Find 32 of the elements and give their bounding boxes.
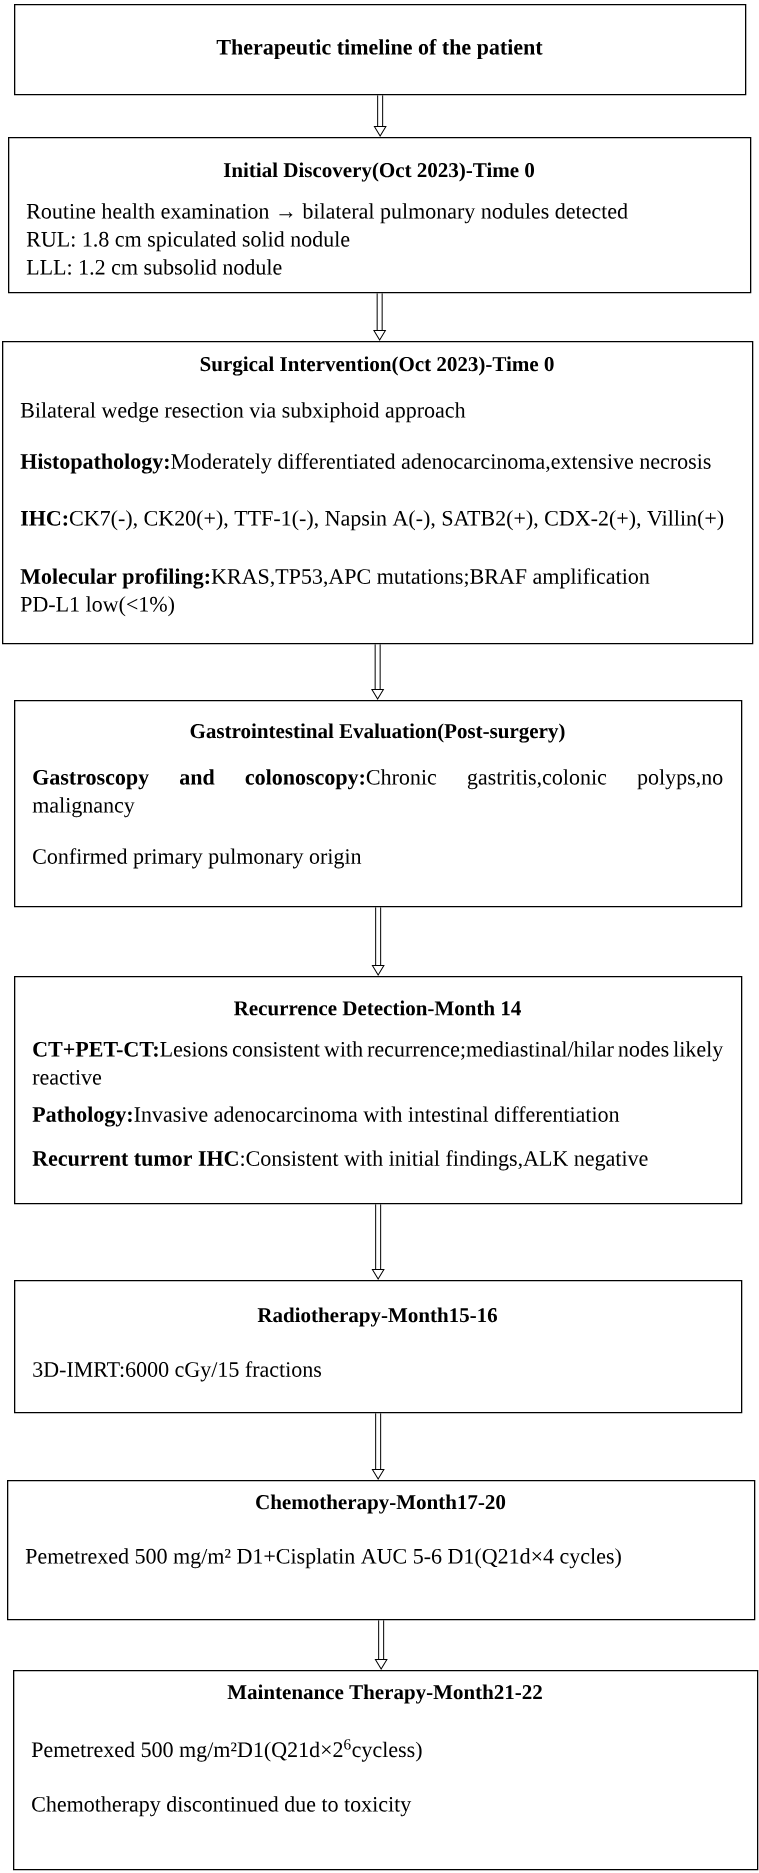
box-heading: Surgical Intervention(Oct 2023)-Time 0 — [200, 356, 554, 376]
box-heading: Chemotherapy-Month17-20 — [256, 1494, 506, 1514]
box-heading: Radiotherapy-Month15-16 — [257, 1307, 498, 1327]
body-text: CT+PET-CT:Lesions consistent with recurrence;mediastinal/hilar nodes likely reactive — [32, 1041, 724, 1085]
body-text: 3D-IMRT:6000 cGy/15 fractions — [33, 1361, 322, 1382]
arrow — [373, 293, 386, 341]
body-text: Gastroscopy and colonoscopy:Chronic gastritis,colonic polyps,no malignancy — [32, 769, 723, 818]
box-heading: Therapeutic timeline of the patient — [216, 38, 543, 60]
arrow — [373, 95, 387, 137]
arrow — [371, 907, 385, 976]
body-text: Chemotherapy discontinued due to toxicity — [32, 1796, 412, 1817]
arrow — [371, 1204, 385, 1280]
body-text: LLL: 1.2 cm subsolid nodule — [26, 259, 282, 275]
box-heading: Maintenance Therapy-Month21-22 — [227, 1684, 542, 1704]
body-text: Routine health examination → bilateral pulmonary nodules detected — [26, 203, 628, 224]
body-text: Bilateral wedge resection via subxiphoid approach — [20, 402, 466, 423]
arrow — [371, 1413, 385, 1480]
body-text: Pathology:Invasive adenocarcinoma with intestinal differentiation — [32, 1106, 620, 1127]
box-heading: Recurrence Detection-Month 14 — [234, 1000, 521, 1016]
arrow — [371, 644, 384, 700]
body-text: PD-L1 low(<1%) — [20, 596, 174, 617]
body-text: Pemetrexed 500 mg/m²D1(Q21d×2$^{6}$cycless) — [31, 1739, 422, 1762]
body-text: Pemetrexed 500 mg/m² D1+Cisplatin AUC 5-6 D1(Q21d×4 cycles) — [25, 1548, 621, 1569]
body-text: RUL: 1.8 cm spiculated solid nodule — [26, 231, 350, 252]
body-text: Confirmed primary pulmonary origin — [33, 848, 362, 869]
body-text: Recurrent tumor IHC:Consistent with initial findings,ALK negative — [32, 1150, 648, 1171]
arrow — [374, 1620, 388, 1670]
body-text: IHC:CK7(-), CK20(+), TTF-1(-), Napsin A(-), SATB2(+), CDX-2(+), Villin(+) — [20, 510, 724, 531]
box-heading: Gastrointestinal Evaluation(Post-surgery) — [190, 723, 565, 743]
body-text: Histopathology:Moderately differentiated adenocarcinoma,extensive necrosis — [20, 453, 711, 474]
box-heading: Initial Discovery(Oct 2023)-Time 0 — [223, 162, 534, 182]
body-text: Molecular profiling:KRAS,TP53,APC mutations;BRAF amplification — [20, 568, 650, 589]
